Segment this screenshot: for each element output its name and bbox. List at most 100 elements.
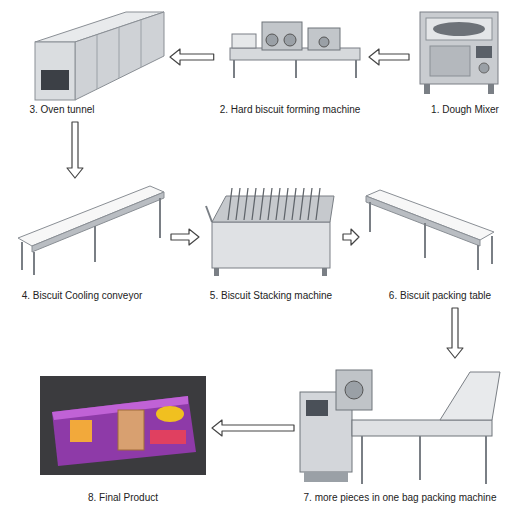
null-part-part <box>308 188 312 220</box>
final-product-photo <box>40 376 206 475</box>
packing-machine-picture-part <box>361 436 363 484</box>
dough-mixer-picture <box>420 12 498 94</box>
oven-tunnel-picture-part <box>75 12 164 100</box>
station-box: 2. Hard biscuit forming machine <box>218 18 365 118</box>
dough-mixer-picture-part <box>433 22 485 36</box>
stacking-machine-picture-part <box>322 268 327 276</box>
flow-arrow <box>447 308 463 358</box>
dough-mixer-picture-part <box>420 12 498 84</box>
dough-mixer-picture-part <box>488 84 494 94</box>
stacking-machine-picture-part <box>212 222 330 268</box>
packing-table-picture-part <box>424 223 426 258</box>
null-part-part <box>228 188 232 220</box>
final-product-photo-part <box>150 430 186 444</box>
final-product-photo-part <box>40 376 206 475</box>
forming-machine-picture-part <box>266 34 278 46</box>
forming-machine-picture-part <box>355 60 357 78</box>
packing-machine-picture-part <box>419 436 421 480</box>
forming-machine-picture <box>230 22 360 78</box>
forming-machine-picture-part <box>232 34 256 48</box>
cooling-conveyor-picture-part <box>33 252 35 275</box>
null-part-part <box>236 188 240 220</box>
dough-mixer-picture-part <box>476 46 492 58</box>
dough-mixer-picture-part <box>479 63 489 73</box>
packing-machine-picture-part <box>306 400 328 416</box>
null-part-part <box>244 188 248 220</box>
oven-tunnel-picture-part <box>41 70 69 90</box>
cooling-conveyor-picture-part <box>159 198 161 238</box>
null-part-part <box>268 188 272 220</box>
station-box: 1. Dough Mixer <box>413 5 505 118</box>
oven-tunnel-picture <box>35 12 164 100</box>
null-part-part <box>292 188 296 220</box>
final-product-photo-part <box>70 420 92 442</box>
station-caption: 5. Biscuit Stacking machine <box>210 290 332 302</box>
cooling-conveyor-picture-part <box>32 192 164 252</box>
packing-table-picture-part <box>366 190 494 240</box>
dough-mixer-picture-part <box>430 46 470 76</box>
oven-tunnel-picture-part <box>141 20 142 67</box>
flow-arrow <box>212 420 294 436</box>
forming-machine-picture-part <box>262 22 302 50</box>
forming-machine-picture-part <box>308 28 340 50</box>
packing-machine-picture-part <box>352 420 492 436</box>
forming-machine-picture-part <box>295 60 297 78</box>
oven-tunnel-picture-part <box>35 42 75 100</box>
packing-machine-picture-part <box>485 436 487 484</box>
null-part-part <box>316 188 320 220</box>
flow-arrow <box>170 49 214 65</box>
station-box: 8. Final Product <box>38 375 208 506</box>
station-box: 3. Oven tunnel <box>27 8 166 118</box>
final-product-photo-part <box>118 410 144 450</box>
station-caption: 4. Biscuit Cooling conveyor <box>22 290 143 302</box>
forming-machine-picture-part <box>233 60 235 78</box>
station-caption: 7. more pieces in one bag packing machin… <box>304 492 497 504</box>
oven-tunnel-picture-part <box>97 35 98 89</box>
null-part-part <box>284 188 288 220</box>
packing-machine-picture-part <box>345 381 363 399</box>
final-product-photo-part <box>156 406 184 422</box>
station-caption: 1. Dough Mixer <box>431 104 499 116</box>
station-caption: 2. Hard biscuit forming machine <box>220 104 361 116</box>
packing-machine-picture-part <box>304 472 348 482</box>
station-caption: 3. Oven tunnel <box>29 104 94 116</box>
packing-machine-picture <box>300 370 500 484</box>
forming-machine-picture-part <box>284 34 296 46</box>
flow-arrow <box>343 229 359 245</box>
oven-tunnel-picture-part <box>119 27 120 78</box>
cooling-conveyor-picture-part <box>94 226 96 262</box>
flow-arrow <box>67 122 83 178</box>
forming-machine-picture-part <box>319 37 329 47</box>
cooling-conveyor-picture-part <box>21 242 23 270</box>
packing-table-picture-part <box>491 236 493 264</box>
station-box: 7. more pieces in one bag packing machin… <box>298 362 504 506</box>
flow-arrow <box>369 49 409 65</box>
null-part-part <box>252 188 256 220</box>
packing-table-picture-part <box>366 196 480 246</box>
packing-machine-picture-part <box>336 370 372 410</box>
null-part-part <box>300 188 304 220</box>
flow-arrow <box>171 229 199 245</box>
packing-table-picture-part <box>369 202 371 232</box>
station-caption: 8. Final Product <box>88 492 158 504</box>
stacking-machine-picture-part <box>214 268 219 276</box>
dough-mixer-picture-part <box>424 84 430 94</box>
station-box: 4. Biscuit Cooling conveyor <box>13 182 167 304</box>
null-part <box>228 188 320 220</box>
final-product-photo-part <box>52 396 196 466</box>
packing-machine-picture-part <box>440 372 500 420</box>
cooling-conveyor-picture <box>18 186 164 275</box>
null-part-part <box>276 188 280 220</box>
station-box: 6. Biscuit packing table <box>363 190 499 304</box>
packing-table-picture <box>366 190 494 270</box>
packing-table-picture-part <box>477 245 479 270</box>
stacking-machine-picture-part <box>206 206 212 222</box>
station-box: 5. Biscuit Stacking machine <box>203 185 339 304</box>
cooling-conveyor-picture-part <box>18 186 164 246</box>
station-caption: 6. Biscuit packing table <box>389 290 491 302</box>
null-part-part <box>260 188 264 220</box>
dough-mixer-picture-part <box>426 18 492 40</box>
